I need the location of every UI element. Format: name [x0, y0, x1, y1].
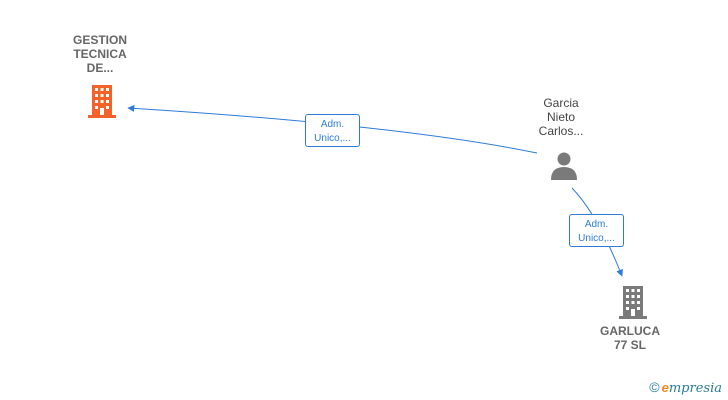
edge-person-to-gestion — [127, 104, 538, 154]
brand-e: e — [661, 380, 669, 395]
edge-label-role[interactable]: Adm. Unico,... — [569, 214, 624, 247]
copyright-icon: © — [649, 379, 660, 395]
building-icon[interactable] — [617, 285, 649, 319]
brand-logo: ©empresia — [649, 379, 722, 396]
company-name-garluca[interactable]: GARLUCA 77 SL — [600, 324, 660, 352]
edge-label-role[interactable]: Adm. Unico,... — [305, 114, 360, 147]
person-icon[interactable] — [549, 151, 579, 181]
brand-name: mpresia — [668, 381, 722, 396]
person-name-garcia[interactable]: Garcia Nieto Carlos... — [538, 96, 584, 138]
building-icon[interactable] — [86, 84, 118, 118]
company-name-gestion[interactable]: GESTION TECNICA DE... — [72, 33, 127, 75]
